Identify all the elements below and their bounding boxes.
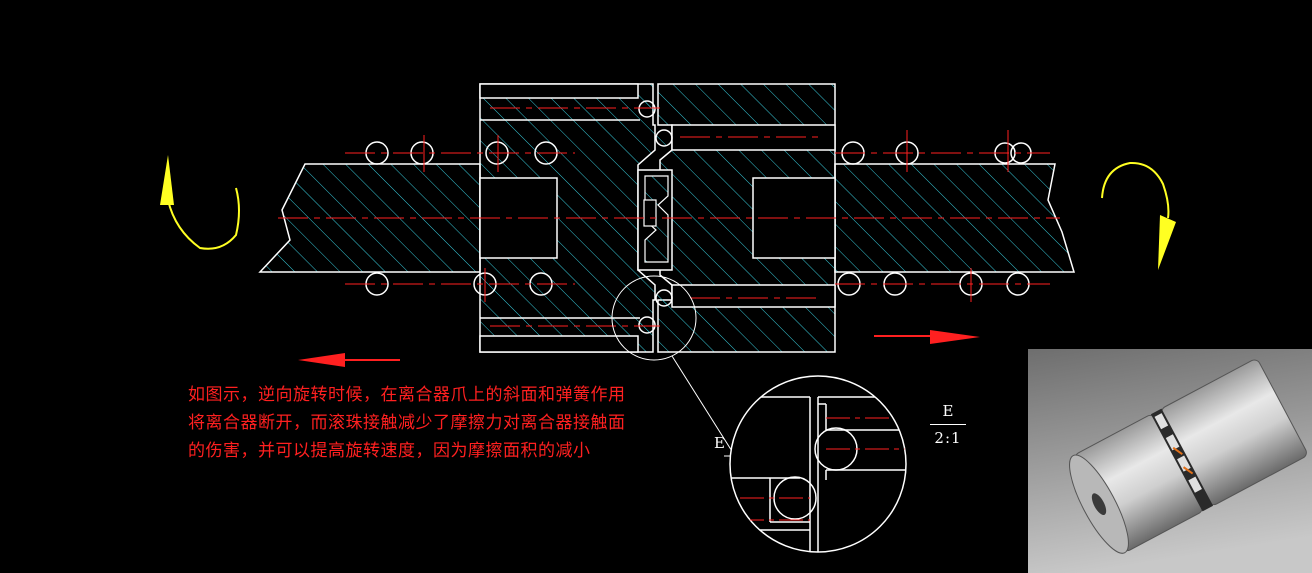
detail-view-scale: 2:1 <box>934 429 962 447</box>
left-direction-arrow-icon <box>298 353 400 367</box>
rolling-balls <box>638 100 673 334</box>
left-rotation-arrow-icon <box>160 155 240 250</box>
detail-view-name: E <box>942 402 954 420</box>
detail-callout-label: E <box>714 434 725 452</box>
right-direction-arrow-icon <box>874 330 980 344</box>
annotation-line: 如图示，逆向旋转时候，在离合器爪上的斜面和弹簧作用 <box>188 385 626 405</box>
annotation-line: 的伤害，并可以提高旋转速度，因为摩擦面积的减小 <box>188 441 591 461</box>
annotation-line: 将离合器断开，而滚珠接触减少了摩擦力对离合器接触面 <box>188 413 626 433</box>
clutch-3d-render <box>1028 349 1312 573</box>
scale-divider <box>930 424 966 425</box>
detail-scale-label: E 2:1 <box>926 402 970 447</box>
annotation-text: 如图示，逆向旋转时候，在离合器爪上的斜面和弹簧作用 将离合器断开，而滚珠接触减少… <box>188 381 678 465</box>
center-lines <box>278 107 1060 327</box>
clutch-jaw <box>637 169 673 271</box>
detail-view-e <box>729 375 907 553</box>
render-preview <box>1028 349 1312 573</box>
right-rotation-arrow-icon <box>1101 161 1176 270</box>
